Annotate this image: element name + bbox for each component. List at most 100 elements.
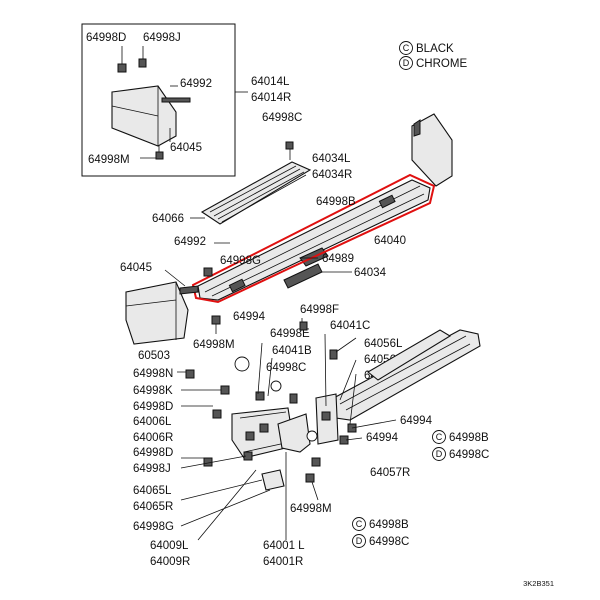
bolt-icon [203,457,213,467]
variant-code: 64998B [369,519,409,531]
callout-64006R: 64006R [133,432,173,444]
callout-64992-inset: 64992 [180,78,212,90]
bolt-icon [212,409,222,419]
callout-64998B-top: 64998B [316,196,356,208]
callout-64998C-top: 64998C [262,112,302,124]
end-cap-detail [111,86,159,146]
callout-64034: 64034 [354,267,387,279]
callout-64998G-top: 64998G [220,255,261,267]
washer-icon [306,430,318,442]
bolt-icon [220,385,230,395]
callout-64001L: 64001 L [263,540,305,552]
callout-64992-main: 64992 [174,236,206,248]
callout-64066: 64066 [152,213,184,225]
callout-64014L: 64014L [251,76,290,88]
callout-64998D-top: 64998D [86,32,126,44]
legend-d-symbol: D [403,58,410,68]
legend-c-symbol: C [403,43,410,53]
callout-64998M-low: 64998M [290,503,332,515]
callout-64998J-top: 64998J [143,32,181,44]
drawing-code: 3K2B351 [523,579,554,588]
nut-icon [305,473,315,483]
variant-code: 64998B [449,432,489,444]
callout-64994-a: 64994 [233,311,266,323]
variant-d-symbol: D [356,536,363,546]
bolt-icon [259,423,269,433]
nut-icon [311,457,321,467]
stay-shape [277,413,311,453]
callout-64994-c: 64994 [366,432,399,444]
callout-64040: 64040 [374,235,406,247]
callout-64998D-low: 64998D [133,447,173,459]
callout-64001R: 64001R [263,556,303,568]
right-end-cap-shape [411,113,453,187]
callout-64998C-mid: 64998C [266,362,306,374]
leader-lines [177,318,397,541]
callout-64998J-low: 64998J [133,463,171,475]
inset-group: 64998D 64998J 64992 64045 64998M [81,23,248,177]
variant-code: 64998C [449,449,489,461]
bolt-icon [329,349,338,360]
spring-icon [161,97,191,103]
variant-c-badge [432,430,446,444]
callout-64056L: 64056L [364,338,403,350]
left-end-cap-shape [125,281,189,345]
cap-mount-icon [413,119,421,137]
callout-60503: 60503 [138,350,170,362]
callout-64041B: 64041B [272,345,312,357]
callout-64998N: 64998N [133,368,173,380]
left-end-cap-group [125,267,221,345]
callout-64998G-low: 64998G [133,521,174,533]
clip-icon [285,141,294,150]
frame-rail-group [329,329,481,421]
variant-c-badge [352,517,366,531]
bolt-icon [299,321,308,331]
washer-icon [270,380,282,392]
callout-64009R: 64009R [150,556,190,568]
variant-d-symbol: D [436,449,443,459]
callout-64998M-inset: 64998M [88,154,130,166]
nut-icon [255,391,265,401]
callout-64989: 64989 [322,253,354,265]
bracket-shape [231,407,295,459]
nut-icon [155,146,164,160]
step-pad-group [200,141,312,225]
bumper-beam-group [197,179,431,301]
legend-c-badge [399,41,413,55]
stay-bracket [261,413,311,491]
variant-d-badge [352,534,366,548]
callout-64006L: 64006L [133,416,172,428]
bolt-icon [117,46,147,73]
legend-d-badge [399,56,413,70]
callout-64045-inset: 64045 [170,142,202,154]
bolt-icon [203,267,213,277]
legend-c-text: BLACK [416,43,454,55]
beam-slot-icon [228,278,246,293]
callout-64045-main: 64045 [120,262,152,274]
variant-d-badge [432,447,446,461]
callout-64041C: 64041C [330,320,370,332]
color-legend: C BLACK D CHROME [399,41,467,70]
highlight-outline [191,173,436,304]
callout-64994-b: 64994 [400,415,433,427]
step-pad-ribs [209,165,307,223]
callout-64034L: 64034L [312,153,351,165]
bolt-icon [321,411,331,421]
bolt-icon [245,431,255,441]
fasteners [185,321,357,483]
callout-64998D-mid: 64998D [133,401,173,413]
washer-icon [234,356,250,372]
bumper-end-cap-shape [111,85,177,147]
callout-64065R: 64065R [133,501,173,513]
callout-64009L: 64009L [150,540,189,552]
variant-group: C 64998B D 64998C C 64998B D 64998C [352,430,489,548]
variant-code: 64998C [369,536,409,548]
inset-frame [81,23,236,177]
spring-icon [179,285,199,295]
callout-64057R: 64057R [370,467,410,479]
beam-slot-icon [378,194,396,209]
callout-64998K: 64998K [133,385,173,397]
lower-stay-shape [261,469,285,491]
callout-64998E: 64998E [270,328,310,340]
